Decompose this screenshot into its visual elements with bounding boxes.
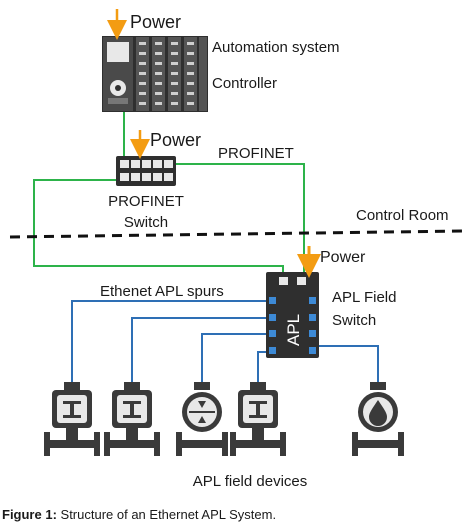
valve-device-icon-2 [104,382,160,456]
field-devices-label: APL field devices [193,473,308,490]
figure-caption-text: Structure of an Ethernet APL System. [56,507,277,522]
spur-2 [131,317,266,382]
automation-label-line1: Automation system [212,39,340,56]
figure-caption: Figure 1: Structure of an Ethernet APL S… [2,507,472,522]
switch-label-line2: Switch [124,214,168,231]
profinet-link-left [33,179,284,276]
power-label-field: Power [320,249,366,266]
apl-spurs [71,300,379,382]
apl-field-label-line1: APL Field [332,289,396,306]
profinet-switch-icon [116,156,176,186]
valve-device-icon-3 [230,382,286,456]
automation-label-line2: Controller [212,75,277,92]
spur-5 [319,345,379,382]
apl-spurs-label: Ethenet APL spurs [100,283,224,300]
spur-1 [71,300,266,382]
apl-field-switch-icon: APL [266,272,319,358]
spur-3 [201,333,266,382]
apl-device-text: APL [284,314,303,346]
spur-4 [257,351,266,382]
apl-field-label-line2: Switch [332,312,376,329]
power-label-switch: Power [150,130,201,150]
control-room-label: Control Room [356,207,449,224]
valve-device-icon-1 [44,382,100,456]
level-sensor-device-icon [352,382,404,456]
plc-controller-icon [102,36,208,112]
figure-caption-prefix: Figure 1: [2,507,57,522]
profinet-links [33,112,305,276]
profinet-label: PROFINET [218,145,294,162]
profinet-link-right [176,163,305,276]
flowmeter-device-icon [176,382,228,456]
control-room-divider [9,229,465,239]
power-label-controller: Power [130,12,181,32]
switch-label-line1: PROFINET [108,193,184,210]
